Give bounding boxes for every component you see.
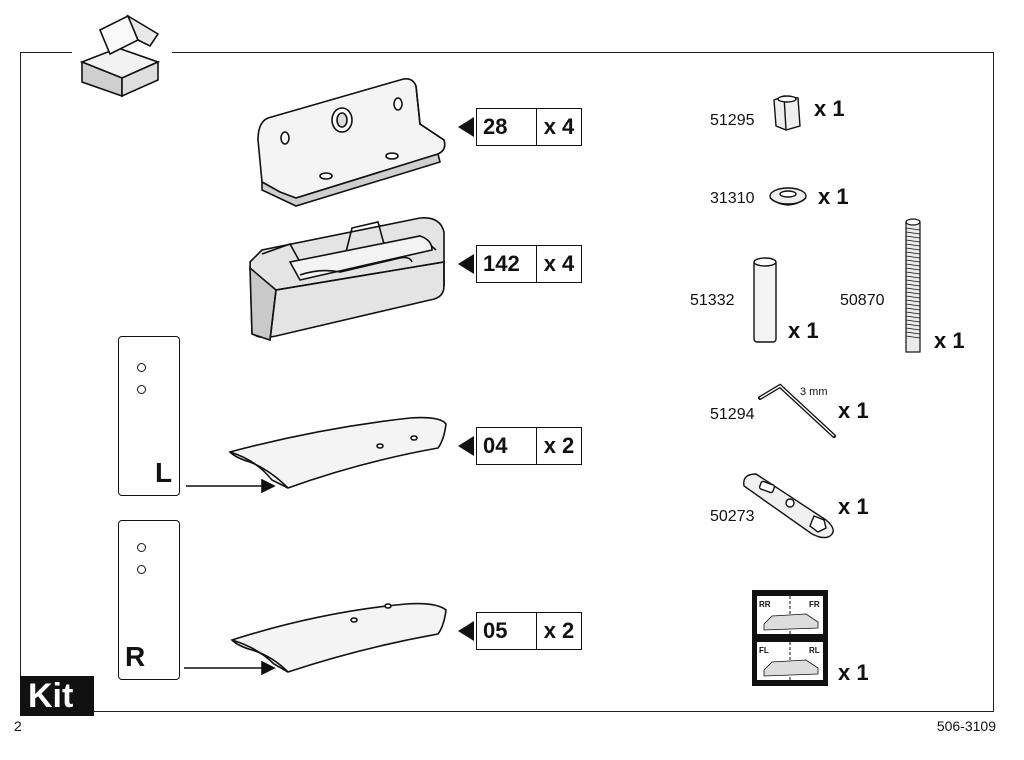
rod-thread xyxy=(905,227,921,231)
part-callout: 28 x 4 xyxy=(476,108,582,146)
part-callout: 142 x 4 xyxy=(476,245,582,283)
kit-box-icon xyxy=(79,14,161,98)
hex-key-51294-icon xyxy=(758,383,836,438)
rod-thread xyxy=(905,243,921,247)
rod-thread xyxy=(905,335,921,339)
pointer-arrow-icon xyxy=(458,117,474,137)
spanner-50273-icon xyxy=(743,473,834,539)
rod-thread xyxy=(905,235,921,239)
part-callout: 05 x 2 xyxy=(476,612,582,650)
rod-thread xyxy=(905,271,921,275)
part-count: x 2 xyxy=(543,618,575,643)
rod-thread xyxy=(905,267,921,271)
rod-thread xyxy=(905,299,921,303)
rod-thread xyxy=(905,303,921,307)
pad-04 xyxy=(186,416,447,494)
bracket-28 xyxy=(257,78,446,207)
rod-thread xyxy=(905,307,921,311)
sticker-rl-label: RL xyxy=(809,646,820,655)
rod-thread xyxy=(905,295,921,299)
part-count: x 4 xyxy=(543,251,575,276)
part-qty: x 1 xyxy=(838,660,869,685)
side-letter-left: L xyxy=(155,457,173,488)
rod-thread xyxy=(905,319,921,323)
part-code: 50870 xyxy=(840,292,885,309)
part-qty: x 1 xyxy=(814,96,845,121)
rod-thread xyxy=(905,279,921,283)
card-hole xyxy=(137,385,146,394)
part-code: 31310 xyxy=(710,190,755,207)
rod-thread xyxy=(905,311,921,315)
rod-thread xyxy=(905,291,921,295)
rod-thread xyxy=(905,283,921,287)
rod-thread xyxy=(905,323,921,327)
rod-thread xyxy=(905,259,921,263)
rod-thread xyxy=(905,315,921,319)
document-code: 506-3109 xyxy=(936,718,996,734)
foot-pad-142 xyxy=(249,216,445,342)
pointer-arrow-icon xyxy=(458,254,474,274)
pointer-arrow-icon xyxy=(458,436,474,456)
part-qty: x 1 xyxy=(838,398,869,423)
page-frame xyxy=(20,52,994,712)
card-hole xyxy=(137,543,146,552)
part-number: 04 xyxy=(477,428,537,464)
side-letter-right: R xyxy=(125,641,146,672)
part-count: x 2 xyxy=(543,433,575,458)
rod-thread xyxy=(905,327,921,331)
part-qty: x 1 xyxy=(818,184,849,209)
sticker-fr-label: FR xyxy=(809,600,820,609)
rod-50870-icon xyxy=(905,218,921,353)
part-qty: x 1 xyxy=(788,318,819,343)
side-card-left: L xyxy=(118,336,180,496)
page-number: 2 xyxy=(14,718,22,734)
rod-thread xyxy=(905,239,921,243)
sticker-rr-label: RR xyxy=(759,600,771,609)
part-number: 05 xyxy=(477,613,537,649)
card-hole xyxy=(137,363,146,372)
part-code: 50273 xyxy=(710,508,755,525)
pointer-arrow-icon xyxy=(458,621,474,641)
pad-05 xyxy=(184,602,447,676)
rod-thread xyxy=(905,255,921,259)
sleeve-51332-icon xyxy=(753,257,777,343)
sticker-fl-label: FL xyxy=(759,646,769,655)
kit-label: Kit xyxy=(20,676,94,716)
rod-thread xyxy=(905,263,921,267)
nut-51295-icon xyxy=(773,95,801,131)
part-number: 28 xyxy=(477,109,537,145)
rod-thread xyxy=(905,247,921,251)
rod-thread xyxy=(905,287,921,291)
rod-thread xyxy=(905,275,921,279)
card-hole xyxy=(137,565,146,574)
part-number: 142 xyxy=(477,246,537,282)
washer-31310-icon xyxy=(769,187,807,206)
part-code: 51332 xyxy=(690,292,735,309)
part-qty: x 1 xyxy=(934,328,965,353)
rod-thread xyxy=(905,231,921,235)
sticker-sheet-icon: RR FR FL RL xyxy=(752,590,828,686)
hex-key-size: 3 mm xyxy=(800,386,828,398)
part-callout: 04 x 2 xyxy=(476,427,582,465)
rod-thread xyxy=(905,331,921,335)
part-qty: x 1 xyxy=(838,494,869,519)
part-count: x 4 xyxy=(543,114,575,139)
side-card-right: R xyxy=(118,520,180,680)
part-code: 51295 xyxy=(710,112,755,129)
part-code: 51294 xyxy=(710,406,755,423)
rod-thread xyxy=(905,251,921,255)
